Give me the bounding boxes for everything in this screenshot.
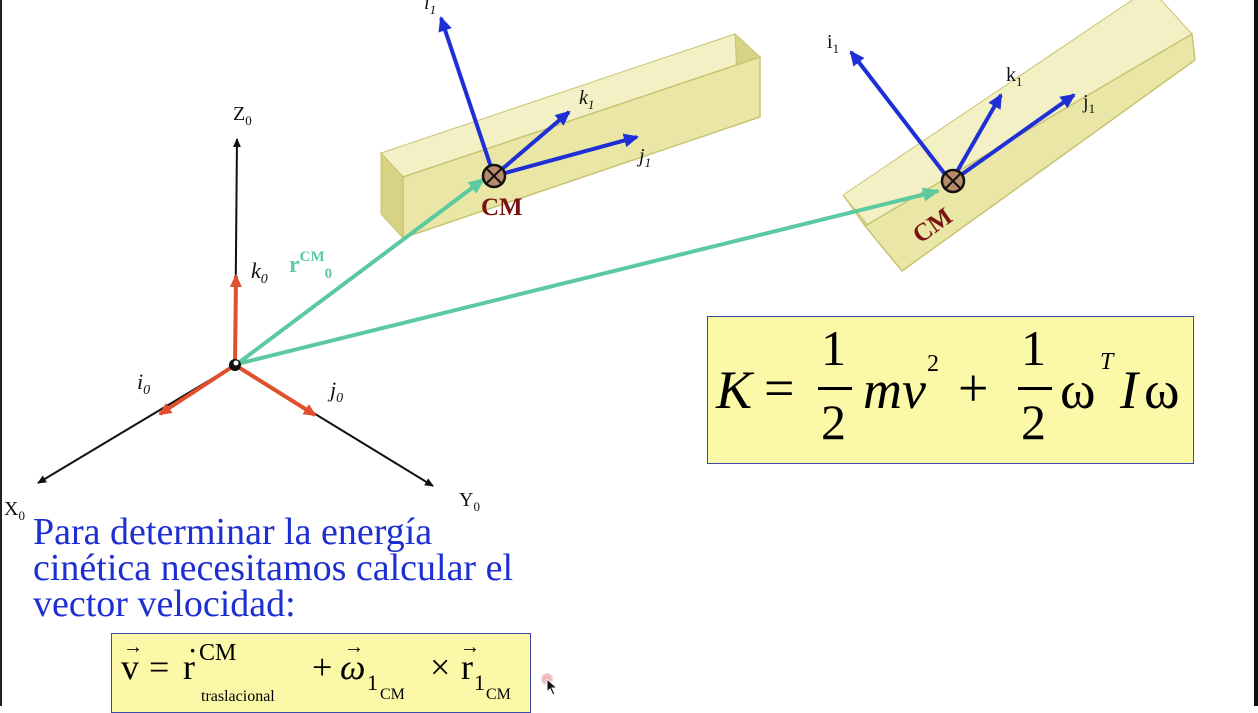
energy-symbol: K <box>716 360 753 420</box>
cm-label-body-1: CM <box>481 194 523 221</box>
translational-subscript: traslacional <box>201 688 275 705</box>
r-cm-vector-2 <box>236 187 940 366</box>
velocity-arrow: → <box>123 636 143 658</box>
mouse-cursor-icon <box>546 678 559 696</box>
description-line-3: vector velocidad: <box>33 583 296 625</box>
r-dot-symbol: r <box>183 647 195 687</box>
equals-sign: = <box>149 647 170 687</box>
omega-sub-subscript: CM <box>380 686 405 703</box>
j0-unit-vector <box>233 363 317 417</box>
k1-label-body-1: k1 <box>579 87 594 112</box>
omega-symbol: ω <box>1060 360 1096 420</box>
inertia-symbol: I <box>1120 360 1138 420</box>
j1-vector-body-2 <box>949 93 1076 184</box>
i0-label: i0 <box>137 369 150 398</box>
z0-label: Z0 <box>233 103 252 128</box>
right-border <box>1254 0 1258 706</box>
plus-sign: + <box>312 647 333 687</box>
j1-label-body-1: j1 <box>636 145 651 170</box>
r-cm-vector-1 <box>235 177 486 366</box>
fraction-1-bar <box>818 387 852 390</box>
j0-label: j0 <box>327 377 343 406</box>
omega-arrow: → <box>344 636 364 658</box>
cross-product-sign: × <box>430 647 451 687</box>
time-derivative-dot: · <box>189 638 197 663</box>
rigid-body-1 <box>380 32 761 240</box>
r-vector-subscript: 1 <box>474 670 485 695</box>
r-vector-arrow: → <box>460 636 480 658</box>
description-text: Para determinar la energía cinética nece… <box>33 511 593 625</box>
omega-vector-symbol: ω <box>340 647 366 687</box>
fraction-2-numerator: 1 <box>1021 320 1046 376</box>
body-2-frame: i1 k1 j1 CM <box>827 31 1095 249</box>
kinetic-energy-equation-box: K = 1 2 mv 2 + 1 2 ω T I ω <box>707 316 1194 464</box>
x0-label: X0 <box>4 498 25 523</box>
velocity-symbol: v <box>121 647 139 687</box>
j1-label-body-2: j1 <box>1082 91 1095 116</box>
rigid-body-2 <box>842 0 1196 273</box>
mv-term: mv <box>863 360 926 420</box>
i1-label-body-2: i1 <box>827 31 839 56</box>
j1-vector-body-1 <box>493 133 639 178</box>
k1-label-body-2: k1 <box>1006 64 1023 89</box>
i1-vector-body-1 <box>438 16 496 177</box>
k1-vector-body-2 <box>949 93 1003 183</box>
r-cm-label: rCM0 <box>289 249 332 282</box>
i0-unit-vector <box>158 363 237 416</box>
i1-vector-body-2 <box>849 50 953 184</box>
r-cm-superscript: CM <box>199 640 237 666</box>
world-frame: Z0 X0 Y0 k0 i0 j0 <box>4 103 480 523</box>
description-line-2: cinética necesitamos calcular el <box>33 547 514 589</box>
fraction-2-bar <box>1018 387 1052 390</box>
fraction-1-numerator: 1 <box>821 320 846 376</box>
body-1-frame: i1 k1 j1 CM <box>424 0 651 221</box>
r-vector-sub-subscript: CM <box>486 686 511 703</box>
r-vector-symbol: r <box>461 647 473 687</box>
i1-label-body-1: i1 <box>424 0 436 17</box>
transpose-exponent: T <box>1100 349 1114 375</box>
position-vectors: rCM0 <box>235 177 940 366</box>
fraction-1-denominator: 2 <box>821 394 846 450</box>
mv-exponent: 2 <box>927 351 939 377</box>
omega-symbol-2: ω <box>1144 360 1180 420</box>
k1-vector-body-1 <box>492 110 571 178</box>
k0-unit-vector <box>229 274 242 366</box>
fraction-2-denominator: 2 <box>1021 394 1046 450</box>
omega-subscript: 1 <box>367 670 378 695</box>
k0-label: k0 <box>251 258 268 287</box>
plus-sign: + <box>958 358 989 418</box>
velocity-equation-box: v → = r · CM traslacional + ω → 1 CM × r… <box>111 633 531 713</box>
description-line-1: Para determinar la energía <box>33 511 433 553</box>
left-border <box>0 0 2 706</box>
y0-label: Y0 <box>459 489 480 514</box>
equals-sign: = <box>764 358 795 418</box>
